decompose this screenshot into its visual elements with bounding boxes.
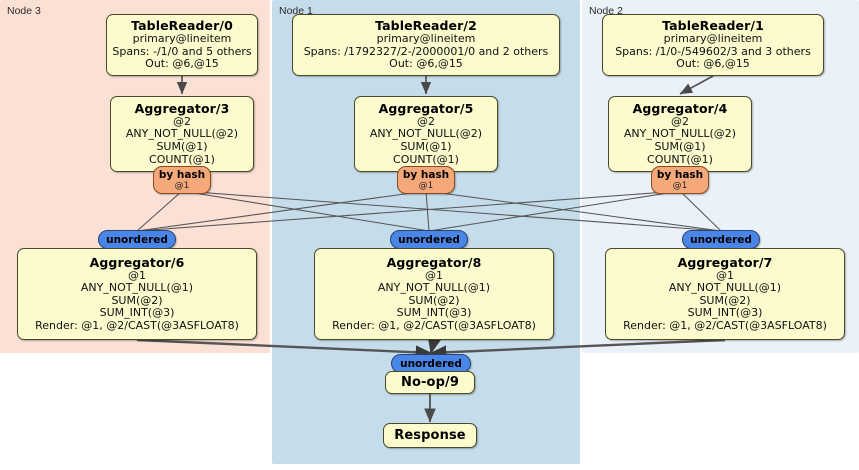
final-unordered-synchronizer-label: unordered [400,357,462,370]
local-aggregator-box-line: SUM(@1) [654,140,706,153]
local-aggregator-box-line: ANY_NOT_NULL(@2) [369,127,483,141]
by-hash-router-label: by hash [402,168,450,181]
final-aggregator-box-line: @1 [128,268,146,282]
table-reader-box-line: Out: @6,@15 [676,57,750,71]
by-hash-router-label: by hash [158,168,206,181]
by-hash-router[interactable]: by hash@1 [153,166,211,194]
table-reader-box-title: TableReader/2 [375,18,477,34]
by-hash-router-column: @1 [418,180,434,191]
final-aggregator-box-line: SUM(@2) [408,293,460,307]
final-aggregator-box-line: Render: @1, @2/CAST(@3ASFLOAT8) [332,318,536,332]
local-aggregator-box-title: Aggregator/5 [378,100,474,116]
by-hash-router[interactable]: by hash@1 [651,166,709,194]
local-aggregator-box-line: @2 [671,114,689,128]
local-aggregator-box-line: COUNT(@1) [647,152,713,166]
table-reader-box-line: Spans: /1792327/2-/2000001/0 and 2 other… [303,44,549,58]
final-aggregator-box-title: Aggregator/8 [386,254,482,270]
unordered-synchronizer-label: unordered [398,233,460,246]
table-reader-box-line: Out: @6,@15 [389,57,463,71]
final-aggregator-box-line: @1 [425,268,443,282]
final-aggregator-box-line: ANY_NOT_NULL(@1) [668,281,782,295]
local-aggregator-box-line: COUNT(@1) [149,152,215,166]
local-aggregator-box-line: ANY_NOT_NULL(@2) [125,127,239,141]
unordered-synchronizer[interactable]: unordered [390,230,468,249]
final-aggregator-box-line: SUM(@2) [111,293,163,307]
table-reader-box-line: Out: @6,@15 [145,57,219,71]
table-reader-box-line: primary@lineitem [663,32,763,46]
final-aggregator-box-line: Render: @1, @2/CAST(@3ASFLOAT8) [35,318,239,332]
local-aggregator-box-line: @2 [173,114,191,128]
local-aggregator-box-title: Aggregator/4 [632,100,728,116]
table-reader-box-line: primary@lineitem [132,32,232,46]
final-aggregator-box-title: Aggregator/6 [89,254,185,270]
response-box[interactable]: Response [383,423,477,448]
response-box-title: Response [394,427,466,443]
final-aggregator-box-line: ANY_NOT_NULL(@1) [80,281,194,295]
noop-box-title: No-op/9 [401,374,459,390]
unordered-synchronizer-label: unordered [106,233,168,246]
local-aggregator-box-line: COUNT(@1) [393,152,459,166]
final-aggregator-box-line: SUM_INT(@3) [396,306,472,320]
local-aggregator-box-line: SUM(@1) [156,140,208,153]
final-aggregator-box-line: SUM(@2) [699,293,751,307]
final-aggregator-box-title: Aggregator/7 [677,254,773,270]
local-aggregator-box-title: Aggregator/3 [134,100,230,116]
table-reader-box-line: Spans: /1/0-/549602/3 and 3 others [615,44,811,58]
local-aggregator-box-line: ANY_NOT_NULL(@2) [623,127,737,141]
final-unordered-synchronizer[interactable]: unordered [391,354,471,373]
by-hash-router-label: by hash [656,168,704,181]
final-aggregator-box-line: SUM_INT(@3) [99,306,175,320]
final-aggregator-box-line: SUM_INT(@3) [687,306,763,320]
table-reader-box-title: TableReader/0 [131,18,233,34]
local-aggregator-box-line: SUM(@1) [400,140,452,153]
table-reader-box-title: TableReader/1 [662,18,764,34]
final-aggregator-box-line: @1 [716,268,734,282]
by-hash-router[interactable]: by hash@1 [397,166,455,194]
final-aggregator-box-line: ANY_NOT_NULL(@1) [377,281,491,295]
by-hash-router-column: @1 [672,180,688,191]
unordered-synchronizer[interactable]: unordered [682,230,760,249]
unordered-synchronizer[interactable]: unordered [98,230,176,249]
noop-box[interactable]: No-op/9 [385,371,475,394]
final-aggregator-box-line: Render: @1, @2/CAST(@3ASFLOAT8) [623,318,827,332]
panel-label: Node 3 [7,5,41,17]
by-hash-router-column: @1 [174,180,190,191]
local-aggregator-box-line: @2 [417,114,435,128]
table-reader-box-line: primary@lineitem [376,32,476,46]
table-reader-box-line: Spans: -/1/0 and 5 others [112,44,252,58]
unordered-synchronizer-label: unordered [690,233,752,246]
